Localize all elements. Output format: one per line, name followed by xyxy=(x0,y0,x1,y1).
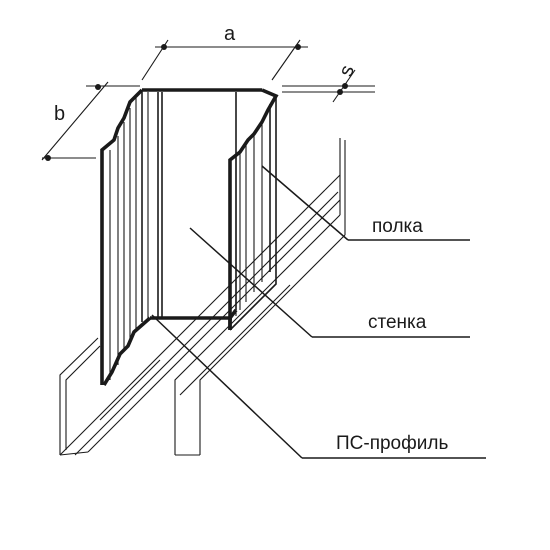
dim-a-dot-right xyxy=(295,44,301,50)
rail-right-wall-1 xyxy=(174,214,341,455)
right-flange-bottom xyxy=(229,265,277,331)
stud-profile xyxy=(100,88,279,386)
callout-web: стенка xyxy=(189,227,470,338)
right-flange-outer xyxy=(228,88,279,330)
dim-s-label: s xyxy=(335,62,359,79)
rail-floor-2 xyxy=(179,284,291,396)
callout-profile-leader xyxy=(151,314,303,459)
callout-flange-leader xyxy=(261,165,349,241)
dimension-s: s xyxy=(282,62,375,103)
rail-base-4 xyxy=(59,451,89,456)
rail-floor-1 xyxy=(99,359,161,421)
left-flange-inner xyxy=(102,316,152,386)
dim-b-line xyxy=(41,81,109,161)
dim-b-dot-top xyxy=(95,84,101,90)
callout-profile-label: ПС-профиль xyxy=(336,433,448,454)
dim-s-dot-1 xyxy=(342,83,348,89)
dimension-b: b xyxy=(41,81,140,161)
rail-right-wall-2 xyxy=(199,234,346,455)
dim-b-label: b xyxy=(54,103,65,125)
rail-base-1 xyxy=(59,189,326,456)
callout-web-label: стенка xyxy=(368,312,427,333)
callout-flange-label: полка xyxy=(372,216,423,237)
right-flange-front xyxy=(228,308,238,330)
guide-rail xyxy=(59,138,346,456)
dim-b-dot-bottom xyxy=(45,155,51,161)
rail-end-top xyxy=(324,174,341,191)
dim-a-label: a xyxy=(224,23,236,45)
rail-base-2 xyxy=(74,191,339,456)
dim-s-dot-2 xyxy=(337,89,343,95)
left-flange-outer xyxy=(100,88,144,385)
rail-left-inner xyxy=(65,345,101,450)
dim-a-dot-left xyxy=(161,44,167,50)
callout-profile: ПС-профиль xyxy=(151,314,486,459)
callout-web-leader xyxy=(189,227,313,338)
rail-base-3 xyxy=(87,199,341,453)
dimension-a: a xyxy=(141,23,308,81)
rail-left-edge xyxy=(59,337,99,455)
callout-flange: полка xyxy=(261,165,470,241)
